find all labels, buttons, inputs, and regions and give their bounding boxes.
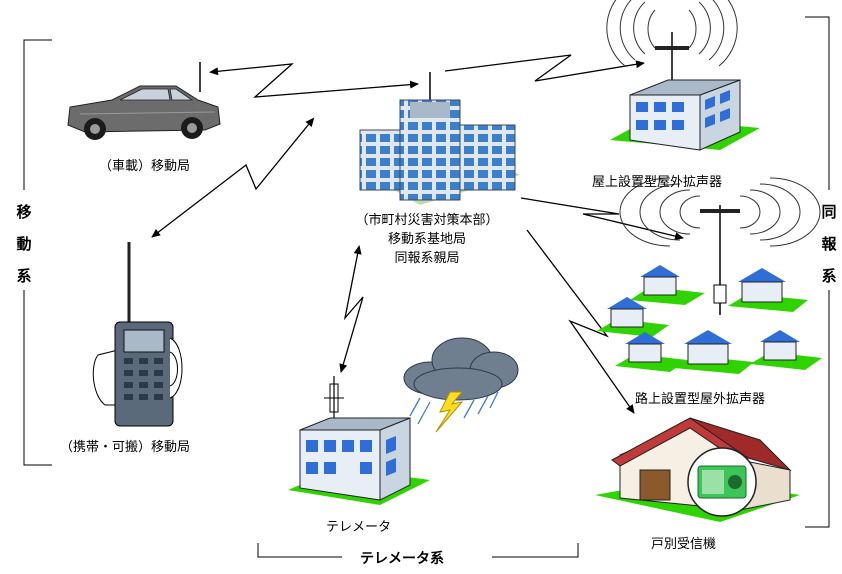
broadcast-system-char-1: 同 (821, 203, 837, 221)
portable-station-label: （携帯・可搬）移動局 (60, 440, 191, 455)
roadside-speaker-illustration (597, 177, 822, 374)
hq-label-line1: （市町村災害対策本部） (355, 213, 499, 228)
house-cluster (597, 265, 822, 374)
home-receiver-illustration (595, 417, 800, 522)
mobile-system-char-2: 動 (16, 235, 32, 253)
broadcast-system-bracket (805, 16, 830, 528)
telemeter-illustration (288, 376, 430, 505)
link-hq-to-roadside (520, 197, 684, 241)
storm-cloud-illustration (403, 337, 519, 433)
link-hq-to-rooftop (444, 54, 645, 82)
rooftop-speaker-illustration (606, 0, 760, 151)
broadcast-system-char-3: 系 (821, 267, 837, 285)
home-receiver-label: 戸別受信機 (651, 537, 717, 552)
mobile-system-char-1: 移 (16, 203, 32, 221)
telemeter-system-label: テレメータ系 (356, 548, 448, 568)
link-hq-to-home (526, 229, 635, 414)
link-hq-to-car (209, 63, 419, 98)
vehicle-station-label: （車載）移動局 (99, 159, 191, 174)
telemeter-system-bracket (257, 543, 579, 558)
hq-label-line2: 移動系基地局 (387, 232, 466, 247)
link-hq-to-portable (151, 117, 315, 238)
portable-radio-illustration (92, 242, 183, 427)
roadside-speaker-label: 路上設置型屋外拡声器 (635, 392, 766, 407)
hq-label-line3: 同報系親局 (394, 251, 460, 266)
telemeter-label: テレメータ (326, 520, 392, 535)
hq-building-illustration (359, 72, 520, 205)
link-hq-to-telemeter (339, 245, 364, 373)
car-illustration (67, 62, 221, 140)
mobile-system-char-3: 系 (16, 267, 32, 285)
mobile-system-bracket (23, 39, 52, 466)
hq-label-block: （市町村災害対策本部） 移動系基地局 同報系親局 (332, 211, 522, 268)
broadcast-system-char-2: 報 (821, 235, 837, 253)
rooftop-speaker-label: 屋上設置型屋外拡声器 (592, 175, 723, 190)
